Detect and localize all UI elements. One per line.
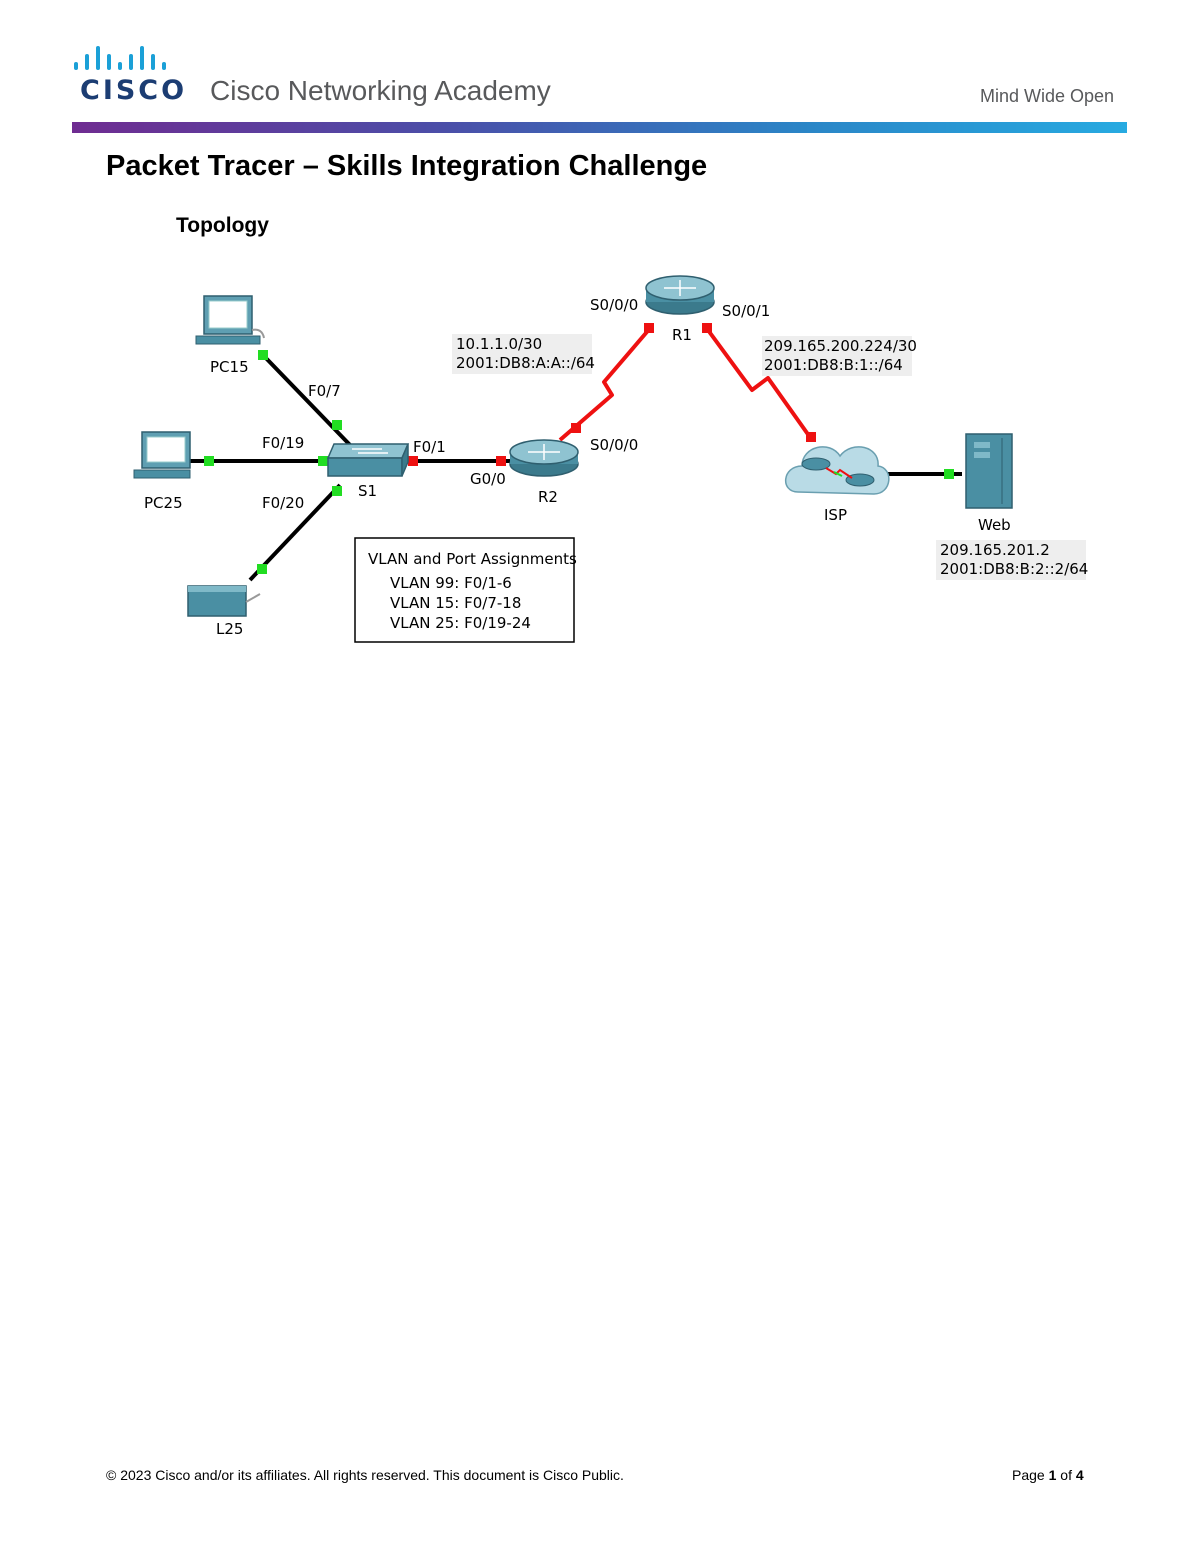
port-marker-r2-s000 [571,423,581,433]
port-label-r1-s001: S0/0/1 [722,302,770,320]
port-label-r1-s000: S0/0/0 [590,296,638,314]
device-label-s1: S1 [358,482,377,500]
header-gradient-bar [72,122,1127,133]
serial-link-r1-isp [703,324,814,442]
port-marker-r1-s001 [702,323,712,333]
port-marker-web [944,469,954,479]
tagline: Mind Wide Open [980,86,1115,106]
port-marker-s1-f07 [332,420,342,430]
section-heading-topology: Topology [176,214,269,237]
device-label-pc15: PC15 [210,358,249,376]
port-label-s1-f019: F0/19 [262,434,304,452]
printer-icon [187,585,261,617]
port-marker-pc15 [258,350,268,360]
port-marker-l25 [257,564,267,574]
server-icon [965,433,1013,509]
device-label-isp: ISP [824,506,847,524]
vlan-box-line: VLAN 99: F0/1-6 [390,574,512,592]
device-label-web: Web [978,516,1011,534]
topology-diagram: PC15 PC25 L25 S1 R2 R1 ISP Web F0/7 F0/1… [133,275,1088,643]
cisco-logo-bars-icon [74,46,166,70]
port-marker-s1-f01 [408,456,418,466]
router-icon [509,439,579,477]
device-label-r2: R2 [538,488,558,506]
network-r1-r2-ipv6: 2001:DB8:A:A::/64 [456,354,595,372]
port-label-s1-f01: F0/1 [413,438,446,456]
port-marker-isp [806,432,816,442]
pc-icon [133,431,191,479]
port-marker-s1-f019 [318,456,328,466]
network-r1-r2-ipv4: 10.1.1.0/30 [456,335,542,353]
cloud-icon [784,446,890,495]
footer-page-number: Page 1 of 4 [1012,1467,1084,1483]
pc-icon [195,295,265,345]
web-ipv4-address: 209.165.201.2 [940,541,1050,559]
port-marker-s1-f020 [332,486,342,496]
device-label-pc25: PC25 [144,494,183,512]
port-label-r2-g00: G0/0 [470,470,506,488]
web-ipv6-address: 2001:DB8:B:2::2/64 [940,560,1088,578]
serial-link-r2-r1 [558,324,654,442]
switch-icon [326,443,410,477]
vlan-box-line: VLAN 25: F0/19-24 [390,614,531,632]
port-label-s1-f020: F0/20 [262,494,304,512]
vlan-box-title: VLAN and Port Assignments [368,550,577,568]
network-r1-isp-ipv4: 209.165.200.224/30 [764,337,917,355]
port-marker-r1-s000 [644,323,654,333]
networking-academy-logo-text: Cisco Networking Academy [210,75,551,106]
port-marker-pc25 [204,456,214,466]
cisco-logo-wordmark: CISCO [80,75,188,106]
vlan-box-line: VLAN 15: F0/7-18 [390,594,521,612]
vlan-assignment-box [354,537,575,643]
network-r1-isp-ipv6: 2001:DB8:B:1::/64 [764,356,903,374]
document-title: Packet Tracer – Skills Integration Chall… [106,150,708,182]
port-label-r2-s000: S0/0/0 [590,436,638,454]
port-marker-r2-g00 [496,456,506,466]
device-label-l25: L25 [216,620,243,638]
router-icon [645,275,715,315]
footer-copyright: © 2023 Cisco and/or its affiliates. All … [106,1467,624,1483]
port-label-s1-f07: F0/7 [308,382,341,400]
device-label-r1: R1 [672,326,692,344]
